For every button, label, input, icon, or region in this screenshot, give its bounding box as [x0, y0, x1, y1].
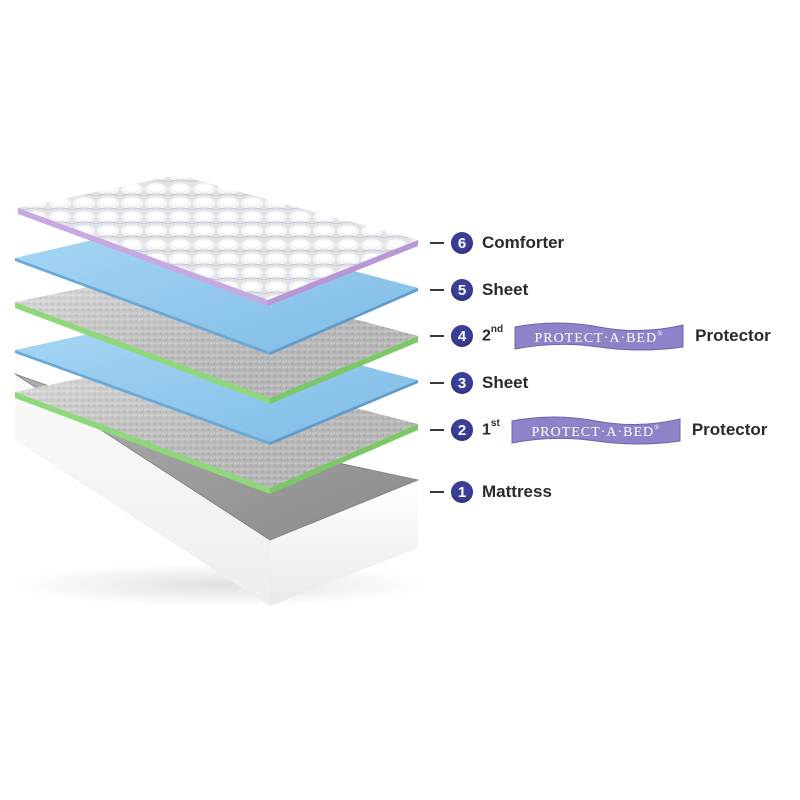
layer-label-3: 3 Sheet	[430, 369, 528, 397]
layer-name: Mattress	[482, 482, 552, 501]
layer-ordinal: 2nd	[482, 324, 504, 345]
layer-name: Sheet	[482, 373, 529, 392]
svg-text:PROTECT·A·BED®: PROTECT·A·BED®	[531, 424, 660, 440]
layer-number-badge: 5	[451, 279, 473, 301]
leader-line	[430, 335, 444, 337]
layer-number-badge: 2	[451, 419, 473, 441]
layer-number-badge: 1	[451, 481, 473, 503]
layer-name: Protector	[695, 326, 771, 345]
leader-line	[430, 242, 444, 244]
layer-label-2: 2 1st PROTECT·A·BED® Protector	[430, 416, 768, 445]
layer-number-badge: 3	[451, 372, 473, 394]
protect-a-bed-logo: PROTECT·A·BED®	[511, 416, 681, 445]
comforter-layer	[18, 175, 418, 306]
leader-line	[430, 382, 444, 384]
layer-number-badge: 6	[451, 232, 473, 254]
layer-number-badge: 4	[451, 325, 473, 347]
layer-name: Sheet	[482, 280, 529, 299]
leader-line	[430, 491, 444, 493]
layer-name: Comforter	[482, 233, 565, 252]
layer-label-5: 5 Sheet	[430, 276, 528, 304]
protect-a-bed-logo: PROTECT·A·BED®	[514, 322, 684, 351]
leader-line	[430, 289, 444, 291]
layer-label-6: 6 Comforter	[430, 229, 564, 257]
leader-line	[430, 429, 444, 431]
layer-label-4: 4 2nd PROTECT·A·BED® Protector	[430, 322, 771, 351]
layer-name: Protector	[691, 420, 768, 439]
svg-text:PROTECT·A·BED®: PROTECT·A·BED®	[535, 330, 664, 346]
layer-label-1: 1 Mattress	[430, 478, 552, 506]
layer-ordinal: 1st	[482, 418, 500, 439]
